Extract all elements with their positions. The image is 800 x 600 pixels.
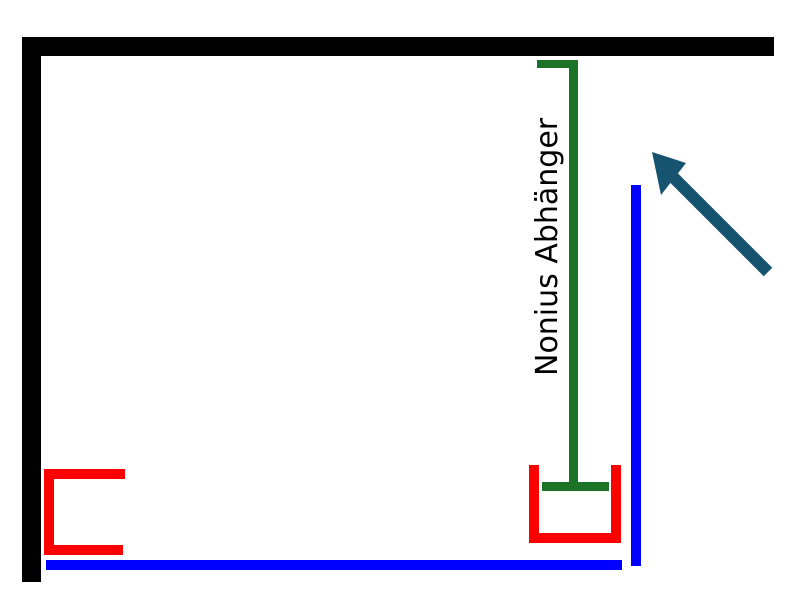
ceiling-and-wall (22, 37, 774, 582)
nonius-hanger (537, 60, 609, 491)
board-vertical (631, 185, 641, 566)
hanger-top-hook (537, 60, 578, 68)
arrow-up-left-icon (652, 152, 773, 277)
wall-line (22, 37, 41, 582)
hanger-rod (569, 60, 578, 490)
arrow-head (652, 152, 686, 195)
ceiling-line (22, 37, 774, 56)
c-profile-left-bottom (44, 545, 123, 555)
board-horizontal (46, 560, 622, 570)
c-profile-left (44, 469, 125, 555)
hanger-bottom-bar (542, 482, 609, 491)
c-profile-left-top (44, 469, 125, 479)
boards (46, 185, 641, 570)
arrow-shaft (668, 172, 773, 277)
hanger-label: Nonius Abhänger (530, 117, 565, 376)
u-profile-right-right-flange (611, 465, 621, 543)
u-profile-right-left-flange (529, 465, 539, 543)
c-profile-left-web (44, 469, 54, 555)
u-profile-right-base (529, 533, 621, 543)
u-profile-right (529, 465, 621, 543)
